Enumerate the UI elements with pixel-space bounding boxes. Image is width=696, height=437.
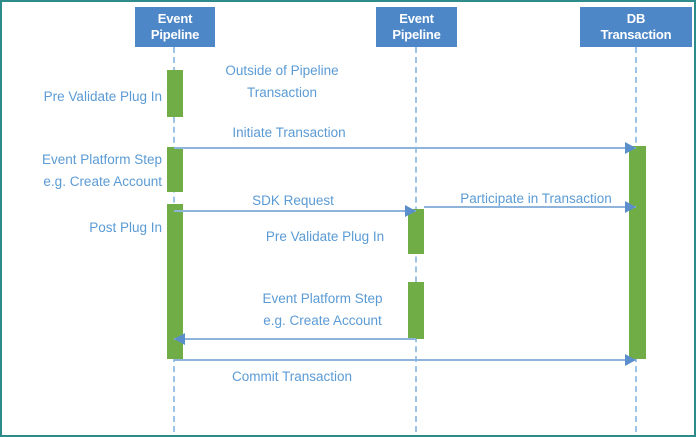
note-pre-validate-plugin-left: Pre Validate Plug In — [43, 89, 162, 104]
arrowhead-commit-transaction — [625, 354, 636, 366]
activation-bar-p2-platform-step — [408, 282, 424, 339]
activation-bar-p3-db-transaction — [629, 146, 646, 359]
message-label-initiate-transaction: Initiate Transaction — [232, 125, 346, 140]
activation-bar-p1-platform-step — [167, 147, 183, 192]
activation-bar-p2-pre-validate — [408, 209, 424, 254]
message-label-commit-transaction: Commit Transaction — [231, 369, 353, 384]
note-post-plugin-left: Post Plug In — [89, 220, 162, 235]
arrowhead-initiate-transaction — [625, 142, 636, 154]
participant-label-line2: Transaction — [600, 27, 672, 42]
activation-bar-p1-post-plugin — [167, 204, 183, 359]
participant-label-line1: Event — [399, 11, 434, 26]
participant-label-line1: DB — [626, 11, 646, 26]
note-pre-validate-plugin-mid: Pre Validate Plug In — [265, 229, 385, 244]
message-line-commit-transaction — [174, 359, 636, 361]
message-line-sdk-request — [174, 210, 416, 212]
message-line-participate-in-transaction — [424, 206, 636, 208]
arrowhead-return-to-post-plugin — [174, 333, 185, 345]
arrowhead-participate-in-transaction — [625, 201, 636, 213]
note-event-platform-step-left: Event Platform Step e.g. Create Account — [41, 152, 162, 189]
note-outside-pipeline-transaction: Outside of Pipeline Transaction — [225, 63, 339, 100]
participant-label-line2: Pipeline — [150, 27, 200, 42]
message-line-return-to-post-plugin — [174, 338, 416, 340]
participant-label-line2: Pipeline — [392, 27, 441, 42]
activation-bar-p1-pre-validate — [167, 70, 183, 117]
participant-label-line1: Event — [157, 11, 193, 26]
arrowhead-sdk-request — [405, 205, 416, 217]
message-label-participate-in-transaction: Participate in Transaction — [460, 191, 612, 206]
note-event-platform-step-mid: Event Platform Step e.g. Create Account — [262, 291, 383, 328]
message-label-sdk-request: SDK Request — [252, 193, 334, 208]
message-line-initiate-transaction — [174, 147, 636, 149]
